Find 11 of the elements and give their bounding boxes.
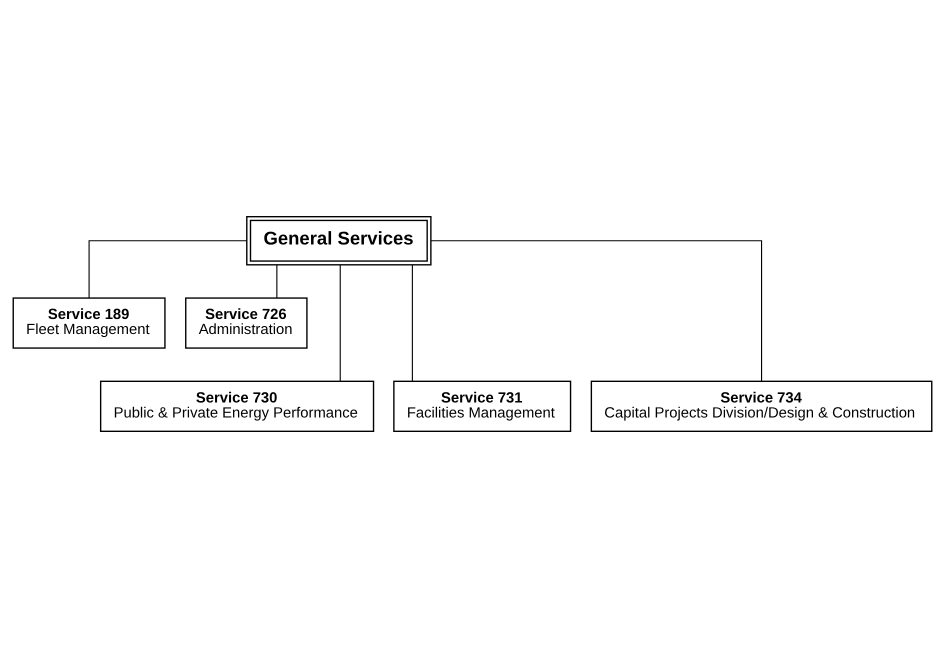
connector <box>412 264 413 382</box>
node-box: Service 730 Public & Private Energy Performance <box>100 380 374 432</box>
connector <box>431 240 762 382</box>
node-box: Service 726 Administration <box>185 297 308 349</box>
connector <box>88 240 247 298</box>
connector <box>276 265 278 298</box>
connector <box>340 264 341 382</box>
node-box: Service 734 Capital Projects Division/Design & Construction <box>590 380 932 432</box>
node-box: Service 731 Facilities Management <box>393 380 572 432</box>
node-box: General Services <box>246 216 432 266</box>
node-box: Service 189 Fleet Management <box>12 297 166 349</box>
